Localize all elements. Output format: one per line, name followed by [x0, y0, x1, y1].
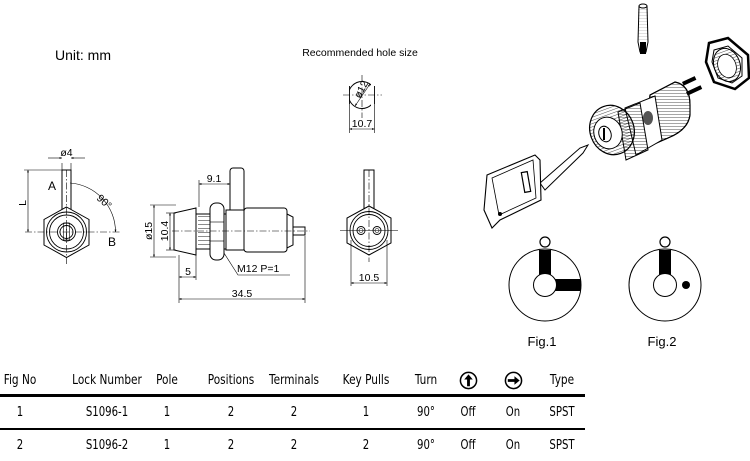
cell-type: SPST: [549, 438, 575, 453]
head-width-label: 9.1: [207, 173, 222, 185]
position-a-label: A: [48, 179, 56, 193]
header-lock-number: Lock Number: [72, 372, 142, 388]
cell-position-right: On: [505, 405, 521, 420]
front-view-drawing: ø4 L A B 90°: [17, 147, 120, 264]
rear-view-drawing: 10.5: [340, 169, 398, 286]
table-header-row: Fig No Lock Number Pole Positions Termin…: [0, 366, 585, 397]
cell-fig-no: 1: [16, 405, 24, 420]
header-position-up: [445, 366, 491, 394]
cell-turn: 90°: [417, 438, 435, 453]
technical-drawing: Unit: mm Recommended hole size ø12 10.7: [17, 3, 750, 349]
cell-type: SPST: [549, 405, 575, 420]
turn-angle-label: 90°: [94, 192, 114, 212]
pin-part: [637, 3, 649, 54]
hole-flat-width-label: 10.7: [352, 118, 373, 130]
exploded-isometric-illustration: [483, 3, 750, 229]
cell-terminals: 2: [290, 405, 298, 420]
cell-key-pulls: 2: [362, 438, 370, 453]
fig1-diagram: Fig.1: [508, 236, 582, 349]
fig1-label: Fig.1: [528, 334, 557, 349]
hole-size-title: Recommended hole size: [302, 47, 418, 59]
length-label: L: [17, 200, 29, 206]
position-b-label: B: [108, 235, 116, 249]
spec-table: Fig No Lock Number Pole Positions Termin…: [0, 366, 585, 461]
cell-position-right: On: [505, 438, 521, 453]
inner-height-label: 10.4: [159, 221, 171, 242]
cell-pole: 1: [163, 438, 171, 453]
overall-length-label: 34.5: [232, 288, 253, 300]
header-turn: Turn: [414, 372, 438, 388]
cell-terminals: 2: [290, 438, 298, 453]
cell-lock-number: S1096-2: [85, 438, 129, 453]
header-key-pulls: Key Pulls: [342, 372, 390, 388]
fig2-label: Fig.2: [648, 334, 677, 349]
unit-label: Unit: mm: [55, 47, 111, 63]
cell-key-pulls: 1: [362, 405, 370, 420]
cell-turn: 90°: [417, 405, 435, 420]
key-part: [483, 144, 590, 229]
header-position-right: [490, 366, 536, 394]
side-view-drawing: 9.1 ø15 10.4 5 M12 P=1 34.5: [143, 167, 310, 303]
cell-position-up: Off: [460, 438, 476, 453]
header-positions: Positions: [207, 372, 255, 388]
cell-position-up: Off: [460, 405, 476, 420]
hex-nut-part: [704, 36, 750, 91]
cell-pole: 1: [163, 405, 171, 420]
header-fig-no: Fig No: [3, 372, 37, 388]
arrow-right-circle-icon: [504, 371, 522, 389]
flange-length-label: 5: [185, 266, 191, 278]
table-row: 1 S1096-1 1 2 2 1 90° Off On SPST: [0, 397, 585, 430]
header-pole: Pole: [156, 372, 178, 388]
thread-label: M12 P=1: [237, 263, 279, 275]
header-terminals: Terminals: [269, 372, 319, 388]
arrow-up-circle-icon: [459, 371, 477, 389]
hex-width-label: 10.5: [359, 272, 380, 284]
cell-fig-no: 2: [16, 438, 24, 453]
table-row: 2 S1096-2 1 2 2 2 90° Off On SPST: [0, 430, 585, 461]
recommended-hole-drawing: Recommended hole size ø12 10.7: [302, 47, 418, 133]
cell-positions: 2: [227, 438, 235, 453]
fig2-diagram: Fig.2: [628, 236, 702, 349]
lock-body-part: [589, 76, 703, 161]
outer-diameter-label: ø15: [143, 222, 155, 240]
cell-positions: 2: [227, 405, 235, 420]
cell-lock-number: S1096-1: [85, 405, 129, 420]
header-type: Type: [549, 372, 575, 388]
shaft-diameter-label: ø4: [60, 147, 72, 159]
